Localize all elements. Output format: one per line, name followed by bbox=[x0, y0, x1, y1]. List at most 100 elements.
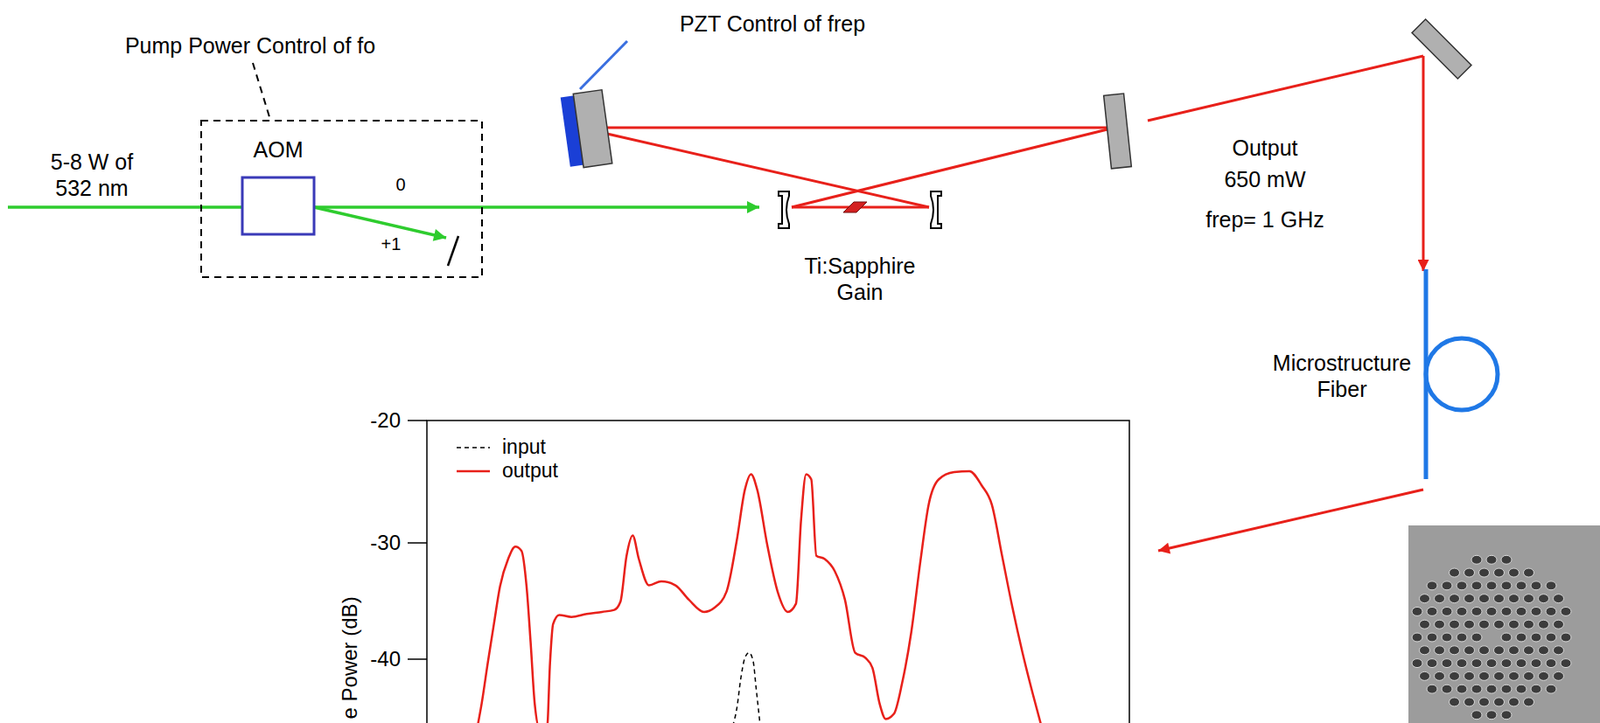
air-hole bbox=[1486, 684, 1497, 694]
air-hole bbox=[1434, 620, 1446, 629]
diffracted-beam bbox=[314, 207, 447, 238]
air-hole bbox=[1545, 607, 1557, 616]
air-hole bbox=[1501, 555, 1512, 565]
air-hole bbox=[1545, 581, 1557, 591]
air-hole bbox=[1411, 607, 1423, 616]
air-hole bbox=[1464, 620, 1475, 629]
air-hole bbox=[1509, 594, 1520, 604]
air-hole bbox=[1479, 568, 1490, 578]
input-spectrum bbox=[733, 653, 761, 723]
output-label: Output bbox=[1231, 134, 1298, 161]
air-hole bbox=[1545, 684, 1557, 694]
air-hole bbox=[1456, 659, 1468, 669]
air-hole bbox=[1486, 711, 1497, 720]
air-hole bbox=[1456, 684, 1468, 694]
air-hole bbox=[1456, 633, 1468, 643]
air-hole bbox=[1523, 671, 1535, 681]
air-hole bbox=[1553, 671, 1565, 681]
legend-text: input bbox=[502, 435, 546, 460]
air-hole bbox=[1538, 671, 1550, 681]
output-label: 650 mW bbox=[1223, 166, 1306, 193]
air-hole bbox=[1419, 620, 1431, 629]
air-hole bbox=[1560, 659, 1572, 669]
air-hole bbox=[1449, 671, 1461, 681]
part-name: Ti:Sapphire Gain bbox=[781, 252, 939, 306]
control-region bbox=[201, 120, 483, 278]
air-hole bbox=[1449, 620, 1461, 629]
fold-mirror bbox=[1411, 19, 1472, 79]
air-hole bbox=[1538, 594, 1550, 604]
air-hole bbox=[1516, 581, 1527, 591]
axis-title: e Power (dB) bbox=[337, 596, 364, 720]
output-beam bbox=[1422, 55, 1426, 272]
air-hole bbox=[1486, 607, 1497, 616]
air-hole bbox=[1530, 607, 1542, 616]
curved-mirror bbox=[778, 191, 790, 229]
air-hole bbox=[1516, 684, 1527, 694]
air-hole bbox=[1441, 607, 1453, 616]
air-hole bbox=[1560, 633, 1572, 643]
air-hole bbox=[1538, 620, 1550, 629]
output-label: frep= 1 GHz bbox=[1205, 206, 1324, 233]
output-spectrum bbox=[477, 471, 1042, 723]
part-name: AOM bbox=[253, 136, 304, 163]
air-hole bbox=[1434, 671, 1446, 681]
air-hole bbox=[1471, 684, 1482, 694]
legend-line bbox=[456, 447, 490, 449]
tick-label: -40 bbox=[370, 647, 401, 673]
air-hole bbox=[1456, 581, 1468, 591]
air-hole bbox=[1553, 646, 1565, 656]
cavity-beam bbox=[607, 126, 1108, 130]
air-hole bbox=[1501, 607, 1512, 616]
air-hole bbox=[1486, 555, 1497, 565]
beam-dump bbox=[447, 236, 459, 266]
fiber-photo bbox=[1408, 525, 1600, 723]
air-hole bbox=[1486, 659, 1497, 669]
pzt-mirror bbox=[559, 90, 612, 170]
air-hole bbox=[1449, 698, 1461, 707]
air-hole bbox=[1523, 646, 1535, 656]
air-hole bbox=[1509, 568, 1520, 578]
air-hole bbox=[1464, 594, 1475, 604]
legend-item: output bbox=[454, 459, 559, 483]
air-hole bbox=[1516, 607, 1527, 616]
air-hole bbox=[1479, 594, 1490, 604]
legend: inputoutput bbox=[454, 435, 559, 483]
air-hole bbox=[1545, 659, 1557, 669]
air-hole bbox=[1479, 620, 1490, 629]
air-hole bbox=[1560, 607, 1572, 616]
air-hole bbox=[1464, 646, 1475, 656]
air-hole bbox=[1516, 633, 1527, 643]
spectrum-plot bbox=[477, 471, 1042, 723]
legend-sample bbox=[454, 439, 494, 457]
air-hole bbox=[1441, 581, 1453, 591]
air-hole bbox=[1494, 698, 1505, 707]
air-hole bbox=[1523, 620, 1535, 629]
air-hole bbox=[1501, 633, 1512, 643]
air-hole bbox=[1501, 581, 1512, 591]
aom-box bbox=[242, 177, 315, 235]
callout-label: Pump Power Control of fo bbox=[125, 32, 376, 59]
axis-tick bbox=[407, 542, 427, 545]
air-hole bbox=[1411, 633, 1423, 643]
air-hole bbox=[1530, 633, 1542, 643]
air-hole bbox=[1471, 581, 1482, 591]
air-hole bbox=[1494, 568, 1505, 578]
air-hole bbox=[1509, 646, 1520, 656]
air-hole bbox=[1509, 620, 1520, 629]
leader-line bbox=[252, 62, 271, 120]
pump-beam bbox=[7, 205, 760, 210]
axis-tick bbox=[407, 419, 427, 422]
air-hole bbox=[1479, 698, 1490, 707]
air-hole bbox=[1471, 607, 1482, 616]
curved-mirror bbox=[930, 191, 942, 229]
order-label: +1 bbox=[381, 233, 402, 255]
air-hole bbox=[1501, 659, 1512, 669]
air-hole bbox=[1530, 581, 1542, 591]
output-coupler bbox=[1103, 93, 1132, 169]
air-hole bbox=[1441, 633, 1453, 643]
air-hole bbox=[1479, 646, 1490, 656]
legend-line bbox=[456, 469, 490, 473]
air-hole bbox=[1464, 568, 1475, 578]
air-hole bbox=[1419, 671, 1431, 681]
